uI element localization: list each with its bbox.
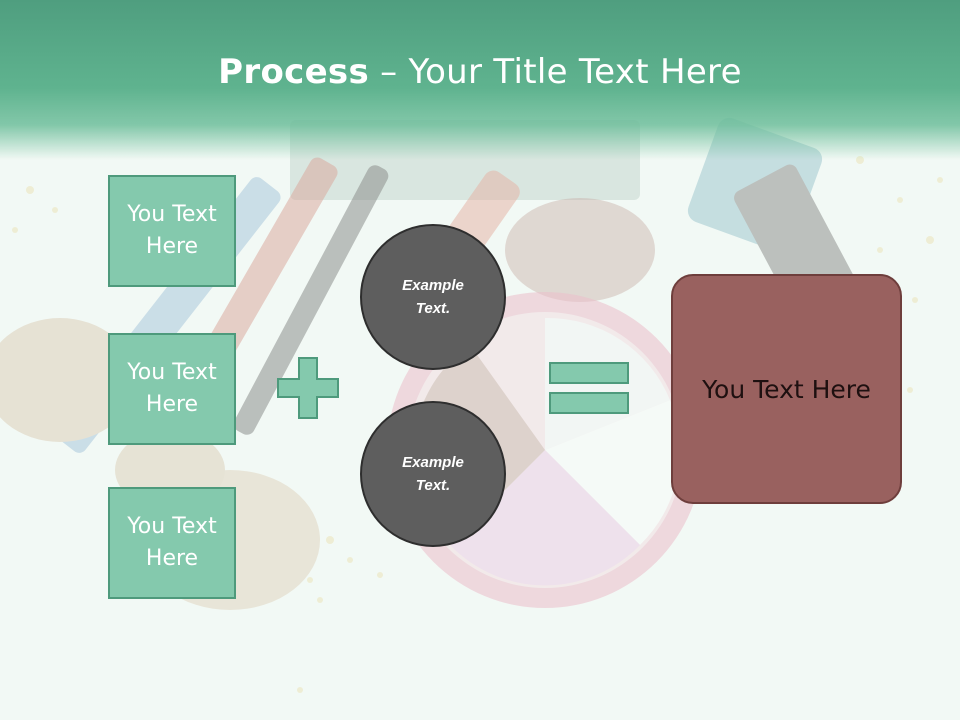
text-box-label: You Text Here — [127, 360, 217, 417]
text-box-3[interactable]: You Text Here — [108, 487, 236, 599]
example-circle-1[interactable]: Example Text. — [360, 224, 506, 370]
title-bold: Process — [218, 52, 370, 92]
equals-icon — [549, 362, 629, 414]
result-box[interactable]: You Text Here — [671, 274, 902, 504]
text-box-1[interactable]: You Text Here — [108, 175, 236, 287]
plus-icon — [277, 357, 339, 419]
slide-title: Process – Your Title Text Here — [0, 52, 960, 92]
circle-label: Example Text. — [402, 277, 464, 317]
circle-label: Example Text. — [402, 454, 464, 494]
title-rest: – Your Title Text Here — [369, 52, 742, 92]
text-box-label: You Text Here — [127, 514, 217, 571]
text-box-label: You Text Here — [127, 202, 217, 259]
result-label: You Text Here — [702, 374, 871, 404]
text-box-2[interactable]: You Text Here — [108, 333, 236, 445]
example-circle-2[interactable]: Example Text. — [360, 401, 506, 547]
title-band — [0, 0, 960, 160]
